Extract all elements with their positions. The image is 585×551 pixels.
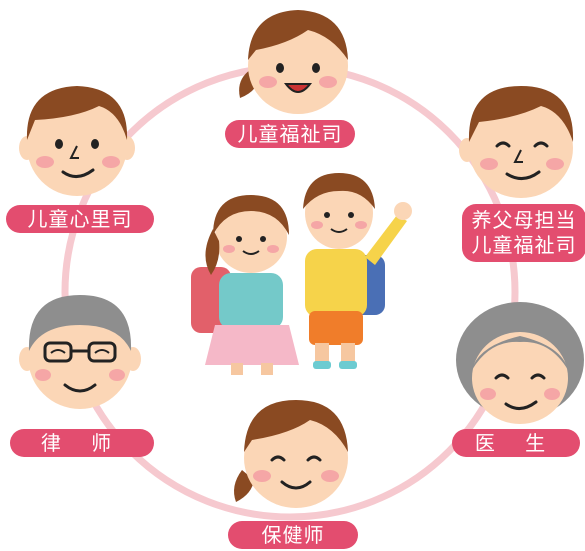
woman-face-icon <box>234 400 348 508</box>
label-lawyer: 律 师 <box>10 429 154 457</box>
smiling-man-face-icon <box>459 86 574 198</box>
label-public-health-nurse: 保健师 <box>228 521 358 549</box>
grandpa-face-icon <box>19 295 141 409</box>
label-doctor: 医 生 <box>452 429 580 457</box>
label-child-welfare-officer: 儿童福祉司 <box>225 120 355 148</box>
label-foster-line2: 儿童福祉司 <box>471 233 577 257</box>
children-illustration-icon <box>191 173 412 375</box>
label-child-psychologist: 儿童心里司 <box>6 205 154 233</box>
grandma-face-icon <box>456 302 584 424</box>
label-foster-line1: 养父母担当 <box>471 208 577 232</box>
label-foster-parent-officer: 养父母担当 儿童福祉司 <box>462 204 585 262</box>
girl-face-icon <box>239 10 348 114</box>
man-face-icon <box>19 86 135 196</box>
